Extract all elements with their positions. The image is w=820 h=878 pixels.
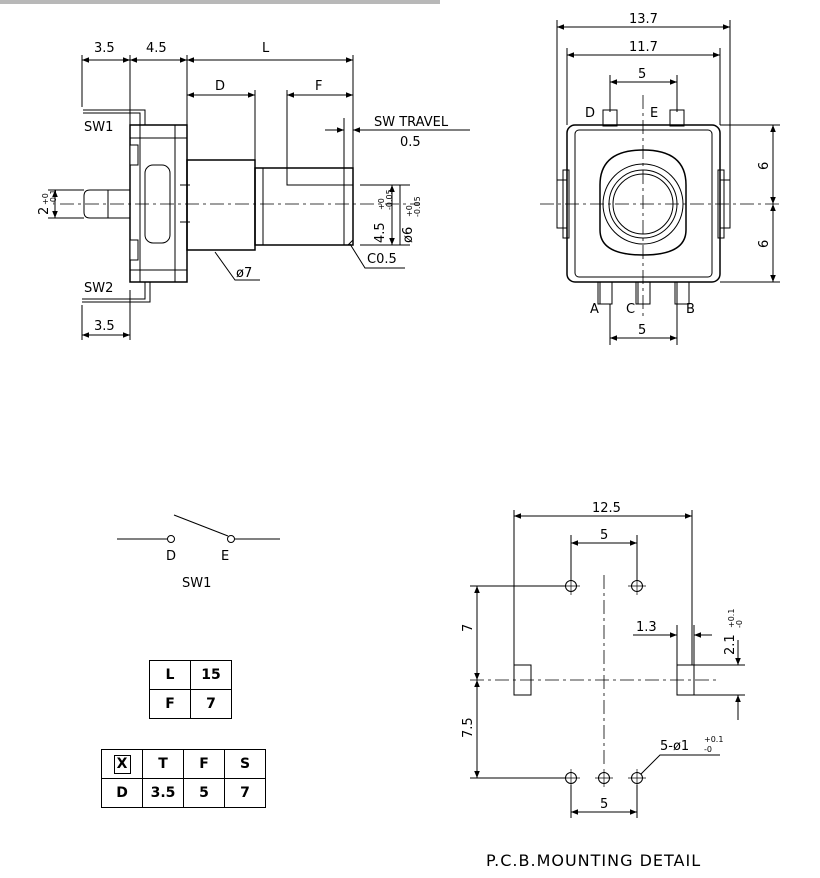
chamfer-label: C0.5 <box>367 252 397 267</box>
tol-6-minus: -0.05 <box>413 196 422 217</box>
table-header-row: X T F S <box>101 749 266 779</box>
dim-4-5-dia: 4.5 <box>373 222 388 243</box>
dia-7-label: ø7 <box>236 266 252 281</box>
switch-caption: SW1 <box>182 576 211 591</box>
table-cell: L <box>149 660 191 690</box>
sw1-label: SW1 <box>84 120 113 135</box>
side-view <box>48 55 470 340</box>
pcb-tol-2-1-minus: -0 <box>735 620 744 628</box>
front-view-text: 13.7 11.7 5 D E A C B 6 6 5 <box>585 12 772 338</box>
table-header-cell: S <box>224 749 266 779</box>
pin-a-label: A <box>590 302 599 317</box>
pcb-holes-tol-minus: -0 <box>704 745 712 754</box>
pcb-holes-tol-plus: +0.1 <box>704 735 723 744</box>
pcb-dim-5-top: 5 <box>600 528 608 543</box>
tol-2-plus: +0 <box>41 193 50 205</box>
front-view <box>540 20 780 345</box>
table-cell: 15 <box>190 660 232 690</box>
table-cell: 7 <box>190 689 232 719</box>
pcb-dim-7: 7 <box>461 624 476 632</box>
pin-d-label: D <box>585 106 595 121</box>
table-l-f: L 15 F 7 <box>149 660 232 719</box>
table-header-cell: X <box>101 749 143 779</box>
dim-F: F <box>315 79 322 94</box>
table-cell: 5 <box>183 778 225 808</box>
sw2-label: SW2 <box>84 281 113 296</box>
pcb-mounting-text: 12.5 5 7 7.5 1.3 2.1 +0.1 -0 5-ø1 +0.1 -… <box>461 501 744 870</box>
pcb-caption: P.C.B.MOUNTING DETAIL <box>486 851 701 870</box>
sw-travel-label: SW TRAVEL <box>374 115 449 130</box>
pcb-dim-12-5: 12.5 <box>592 501 621 516</box>
table-row: L 15 <box>149 660 232 690</box>
pcb-dim-5-bottom: 5 <box>600 797 608 812</box>
window-top-edge <box>0 0 440 4</box>
dim-13-7: 13.7 <box>629 12 658 27</box>
table-row: F 7 <box>149 689 232 719</box>
table-row: D 3.5 5 7 <box>101 778 266 808</box>
switch-schematic <box>117 514 280 543</box>
dim-6-dia: ø6 <box>401 227 416 243</box>
table-header-cell: T <box>142 749 184 779</box>
pin-e-label: E <box>650 106 658 121</box>
dim-11-7: 11.7 <box>629 40 658 55</box>
pcb-holes-label: 5-ø1 <box>660 739 689 754</box>
dim-6-top: 6 <box>757 162 772 170</box>
dim-3-5-bottom: 3.5 <box>94 319 115 334</box>
table-cell: D <box>101 778 143 808</box>
table-cell: 7 <box>224 778 266 808</box>
dim-D: D <box>215 79 225 94</box>
pcb-mounting-detail <box>470 510 745 818</box>
tol-4-5-plus: +0 <box>377 198 386 210</box>
sw-travel-value: 0.5 <box>400 135 421 150</box>
tol-4-5-minus: -0.05 <box>385 189 394 210</box>
pin-c-label: C <box>626 302 635 317</box>
dim-2: 2 <box>37 207 52 215</box>
switch-schematic-text: D E SW1 <box>166 549 229 591</box>
table-cell: F <box>149 689 191 719</box>
side-view-text: 3.5 4.5 L D F SW TRAVEL 0.5 SW1 SW2 4.5 … <box>37 41 449 334</box>
dim-4-5: 4.5 <box>146 41 167 56</box>
pcb-dim-7-5: 7.5 <box>461 717 476 738</box>
pin-b-label: B <box>686 302 695 317</box>
table-cell: 3.5 <box>142 778 184 808</box>
dim-5-top: 5 <box>638 67 646 82</box>
switch-d-label: D <box>166 549 176 564</box>
pcb-dim-1-3: 1.3 <box>636 620 657 635</box>
tol-2-minus: -0.1 <box>49 189 58 205</box>
table-header-cell: F <box>183 749 225 779</box>
dim-L: L <box>262 41 270 56</box>
boxed-x: X <box>113 754 131 774</box>
dim-3-5-top: 3.5 <box>94 41 115 56</box>
dim-6-bottom: 6 <box>757 240 772 248</box>
pcb-dim-2-1: 2.1 <box>723 634 738 655</box>
tol-6-plus: +0 <box>405 205 414 217</box>
dim-5-bottom: 5 <box>638 323 646 338</box>
switch-e-label: E <box>221 549 229 564</box>
table-x-t-f-s: X T F S D 3.5 5 7 <box>101 749 266 808</box>
pcb-tol-2-1-plus: +0.1 <box>727 609 736 628</box>
